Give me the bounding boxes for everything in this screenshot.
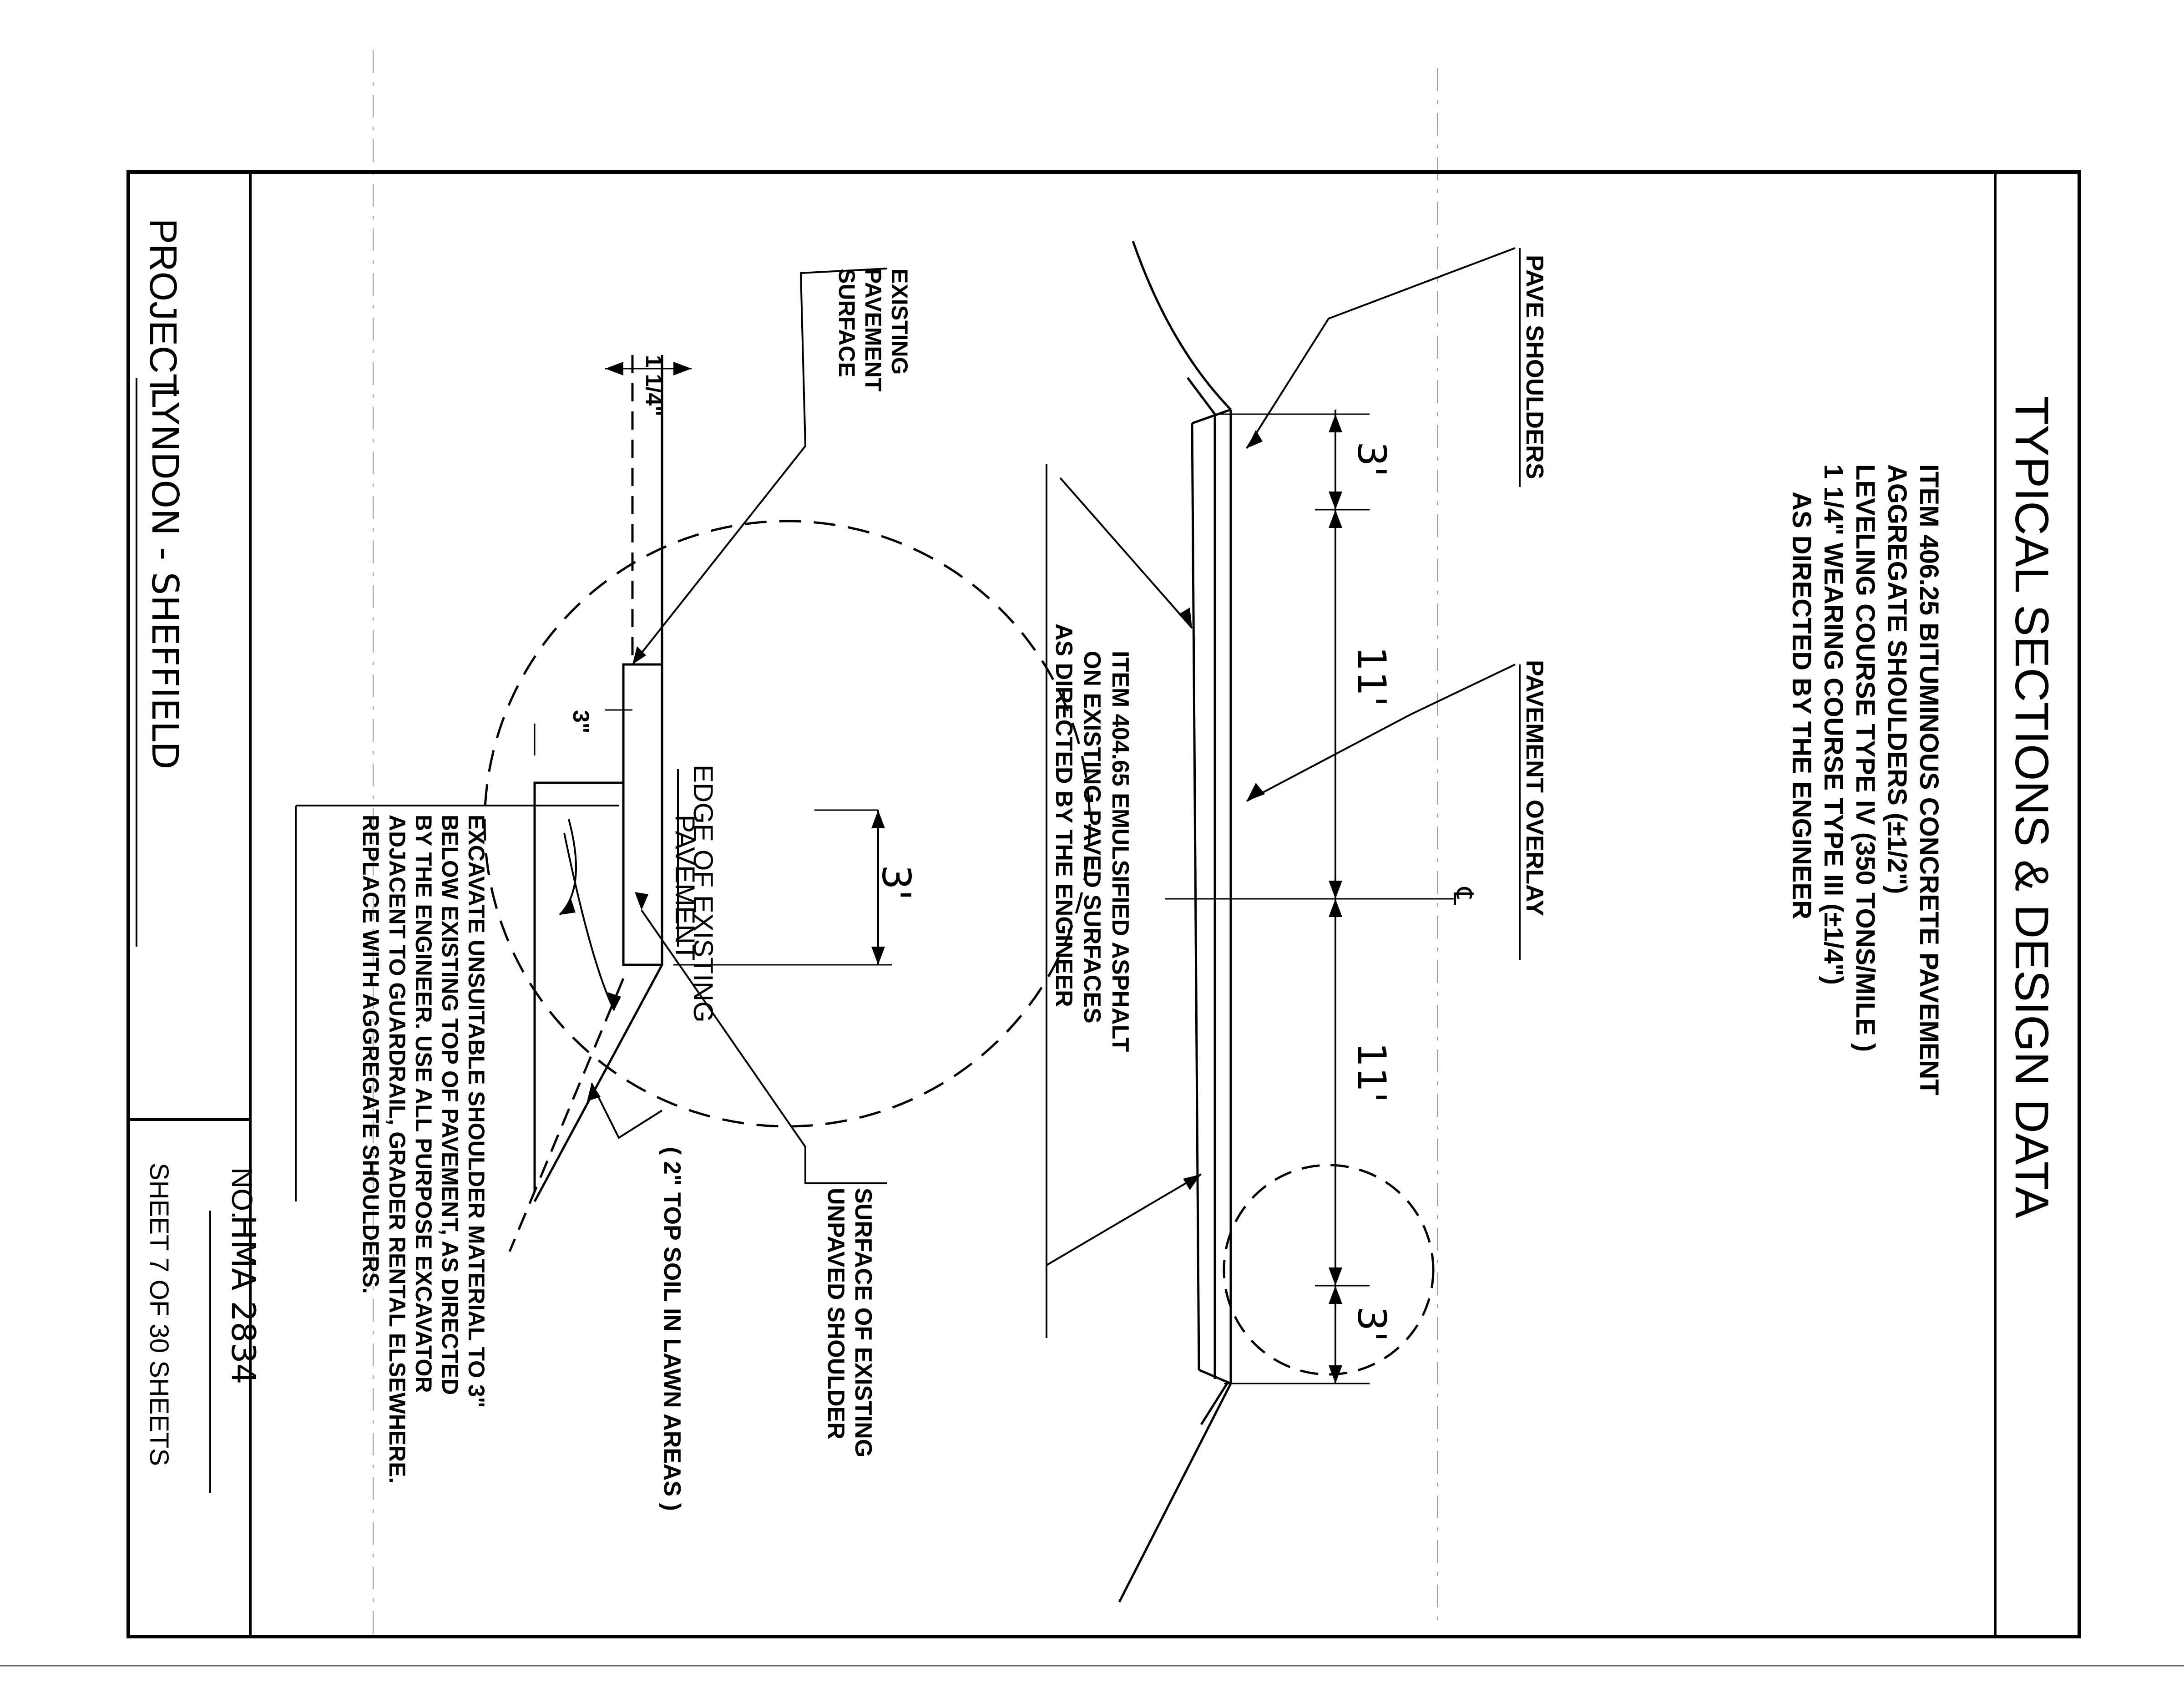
- item-404-line: AS DIRECTED BY THE ENGINEER: [1051, 623, 1077, 1007]
- unpaved-shoulder-label: SURFACE OF EXISTING UNPAVED SHOULDER: [823, 1188, 876, 1457]
- label-pave-shoulders: PAVE SHOULDERS: [1521, 255, 1548, 479]
- unpaved-line: UNPAVED SHOULDER: [823, 1188, 849, 1440]
- dim-lane-left: 11': [1349, 646, 1394, 707]
- excavation-depth: 3": [568, 710, 594, 734]
- sheet-title: TYPICAL SECTIONS & DESIGN DATA: [2005, 396, 2058, 1218]
- excavate-line: BELOW EXISTING TOP OF PAVEMENT, AS DIREC…: [437, 815, 463, 1395]
- item-404-note: ITEM 404.65 EMULSIFIED ASPHALT ON EXISTI…: [1051, 623, 1133, 1052]
- project-number: HMA 2834: [224, 1215, 263, 1384]
- excavate-line: BY THE ENGINEER. USE ALL PURPOSE EXCAVAT…: [411, 815, 436, 1393]
- no-label: NO.: [226, 1167, 258, 1219]
- overlay-thickness: 1 1/4": [641, 355, 667, 416]
- dim-shoulder-left: 3': [1349, 441, 1394, 477]
- note-line: LEVELING COURSE TYPE IV (350 TONS/MILE ): [1850, 464, 1880, 1052]
- project-name: LYNDON - SHEFFIELD: [144, 387, 186, 770]
- pavement-base-line: [1191, 423, 1200, 1370]
- dim-shoulder-width: 3': [873, 865, 919, 900]
- note-line: AGGREGATE SHOULDERS (±1/2"): [1882, 464, 1912, 894]
- excavate-line: REPLACE WITH AGGREGATE SHOULDERS.: [358, 815, 384, 1294]
- sheet-title-group: TYPICAL SECTIONS & DESIGN DATA: [2005, 396, 2058, 1218]
- project-label: PROJECT: [142, 218, 185, 397]
- item-404-line: ITEM 404.65 EMULSIFIED ASPHALT: [1107, 651, 1133, 1052]
- typical-section-arrows: [1178, 414, 1342, 1384]
- dim-shoulder-right: 3': [1349, 1306, 1394, 1342]
- title-block: PROJECT LYNDON - SHEFFIELD NO. HMA 2834 …: [136, 218, 263, 1493]
- note-line: ITEM 406.25 BITUMINOUS CONCRETE PAVEMENT: [1914, 464, 1944, 1095]
- note-line: 1 1/4" WEARING COURSE TYPE III (±1/4"): [1819, 464, 1848, 985]
- item-404-line: ON EXISTING PAVED SURFACES: [1079, 651, 1105, 1024]
- label-pavement-overlay: PAVEMENT OVERLAY: [1521, 660, 1548, 916]
- top-soil-note: ( 2" TOP SOIL IN LAWN AREAS ): [659, 1147, 685, 1511]
- existing-surface-line: EXISTING: [887, 269, 912, 375]
- note-line: AS DIRECTED BY THE ENGINEER: [1787, 492, 1816, 919]
- existing-surface-line: PAVEMENT: [860, 269, 886, 391]
- typical-section: [1046, 241, 1521, 1603]
- unpaved-line: SURFACE OF EXISTING: [850, 1188, 876, 1457]
- excavate-line: ADJACENT TO GUARDRAIL, GRADER RENTAL ELS…: [384, 815, 410, 1484]
- excavate-line: EXCAVATE UNSUITABLE SHOULDER MATERIAL TO…: [464, 815, 489, 1408]
- sheet-border: [0, 50, 2184, 1667]
- excavate-note: EXCAVATE UNSUITABLE SHOULDER MATERIAL TO…: [358, 815, 489, 1484]
- centerline-symbol: ℄: [1448, 887, 1478, 905]
- design-notes: ITEM 406.25 BITUMINOUS CONCRETE PAVEMENT…: [1787, 464, 1944, 1095]
- existing-surface-line: SURFACE: [834, 269, 859, 377]
- dim-lane-right: 11': [1349, 1042, 1394, 1103]
- sheet-count: SHEET 7 OF 30 SHEETS: [144, 1163, 174, 1466]
- detail-callout-circle: [1223, 1164, 1435, 1376]
- edge-detail: [295, 268, 1091, 1252]
- label-pavement: PAVEMENT: [670, 815, 700, 961]
- edge-detail-arrows: [560, 362, 885, 1101]
- existing-surface-label: EXISTING PAVEMENT SURFACE: [834, 269, 912, 391]
- detail-circle: [483, 520, 1091, 1128]
- label-edge-of-existing: EDGE OF EXISTING: [688, 765, 718, 1023]
